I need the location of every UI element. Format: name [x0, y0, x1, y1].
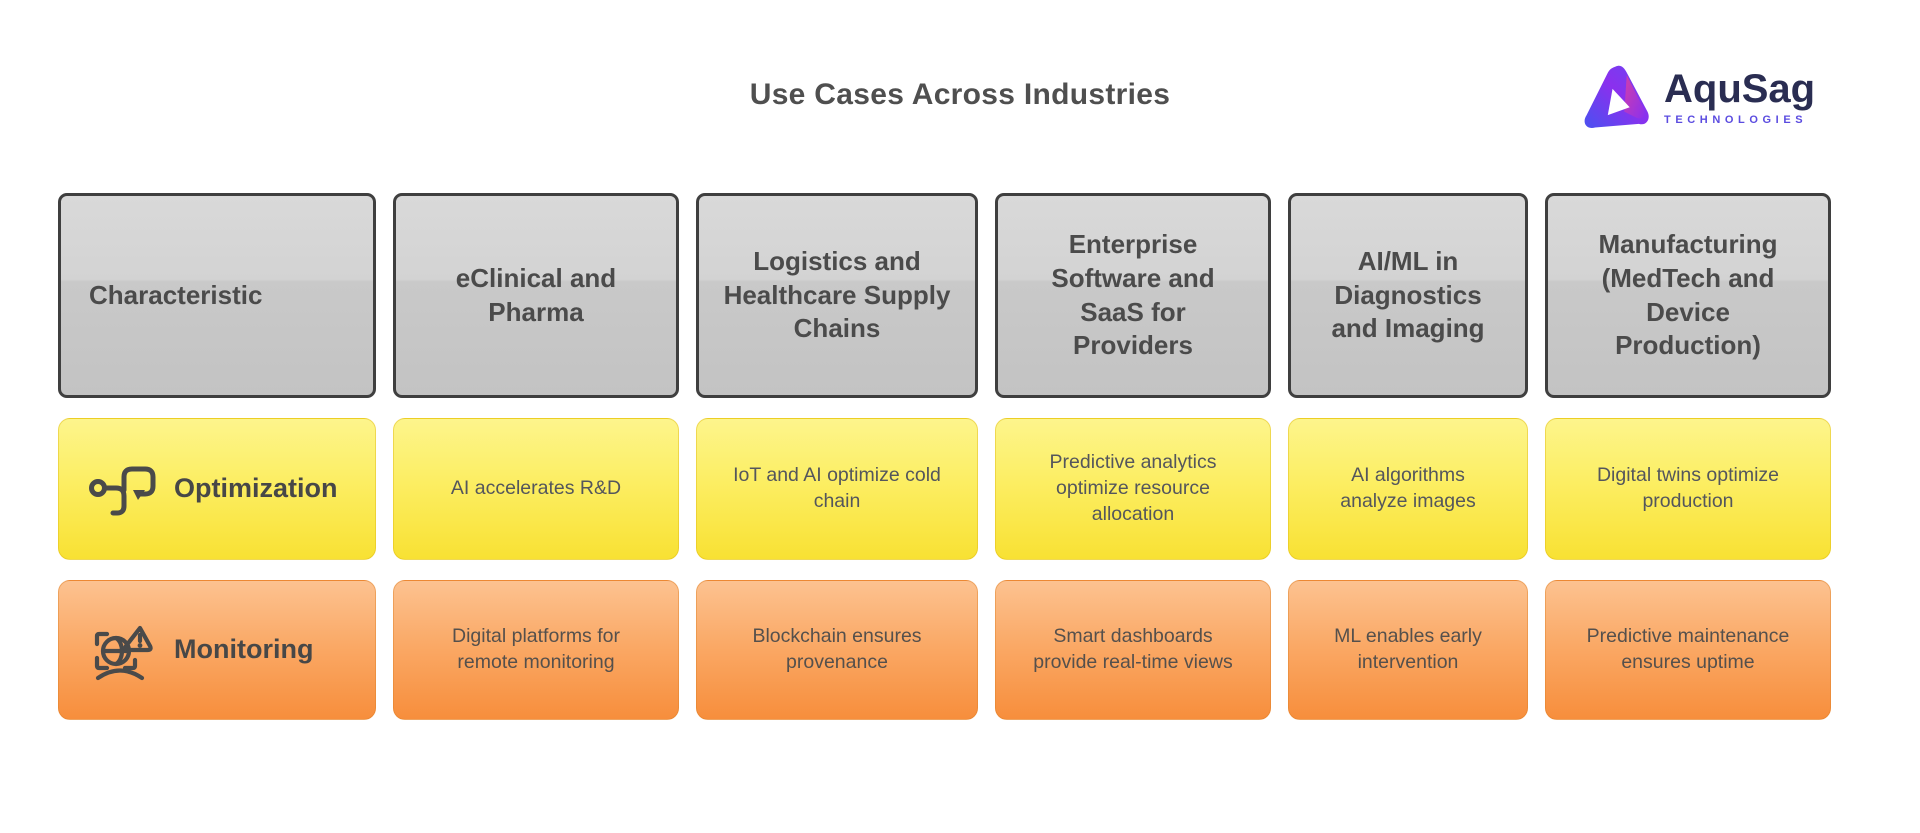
cell-optimization-logistics: IoT and AI optimize cold chain: [696, 418, 978, 560]
logo-name: AquSag: [1664, 66, 1816, 111]
cell-monitoring-aiml: ML enables early intervention: [1288, 580, 1528, 720]
cell-optimization-enterprise: Predictive analytics optimize resource a…: [995, 418, 1271, 560]
page-title: Use Cases Across Industries: [749, 78, 1171, 111]
cell-monitoring-manufacturing: Predictive maintenance ensures uptime: [1545, 580, 1831, 720]
row-label-monitoring: Monitoring: [58, 580, 376, 720]
use-case-table: Characteristic eClinical and Pharma Logi…: [58, 193, 1831, 720]
row-label-optimization: Optimization: [58, 418, 376, 560]
logo-subtext: TECHNOLOGIES: [1664, 113, 1808, 126]
cell-monitoring-enterprise: Smart dashboards provide real-time views: [995, 580, 1271, 720]
header-cell-eclinical-pharma: eClinical and Pharma: [393, 193, 679, 398]
monitoring-alert-icon: [94, 625, 153, 681]
header-cell-manufacturing: Manufacturing (MedTech and Device Produc…: [1545, 193, 1831, 398]
header-cell-logistics-supply-chains: Logistics and Healthcare Supply Chains: [696, 193, 978, 398]
header-cell-aiml-diagnostics: AI/ML in Diagnostics and Imaging: [1288, 193, 1528, 398]
brand-logo: AquSag TECHNOLOGIES: [1578, 58, 1815, 136]
cell-monitoring-logistics: Blockchain ensures provenance: [696, 580, 978, 720]
aqusag-a-mark-icon: [1584, 65, 1649, 128]
cell-monitoring-eclinical: Digital platforms for remote monitoring: [393, 580, 679, 720]
cell-optimization-eclinical: AI accelerates R&D: [393, 418, 679, 560]
logo-text: AquSag TECHNOLOGIES: [1664, 69, 1815, 126]
cell-optimization-manufacturing: Digital twins optimize production: [1545, 418, 1831, 560]
header-cell-characteristic: Characteristic: [58, 193, 376, 398]
optimization-flow-icon: [89, 466, 156, 516]
cell-optimization-aiml: AI algorithms analyze images: [1288, 418, 1528, 560]
row-label-text: Monitoring: [174, 634, 314, 665]
row-label-text: Optimization: [174, 473, 338, 504]
header-cell-enterprise-saas: Enterprise Software and SaaS for Provide…: [995, 193, 1271, 398]
